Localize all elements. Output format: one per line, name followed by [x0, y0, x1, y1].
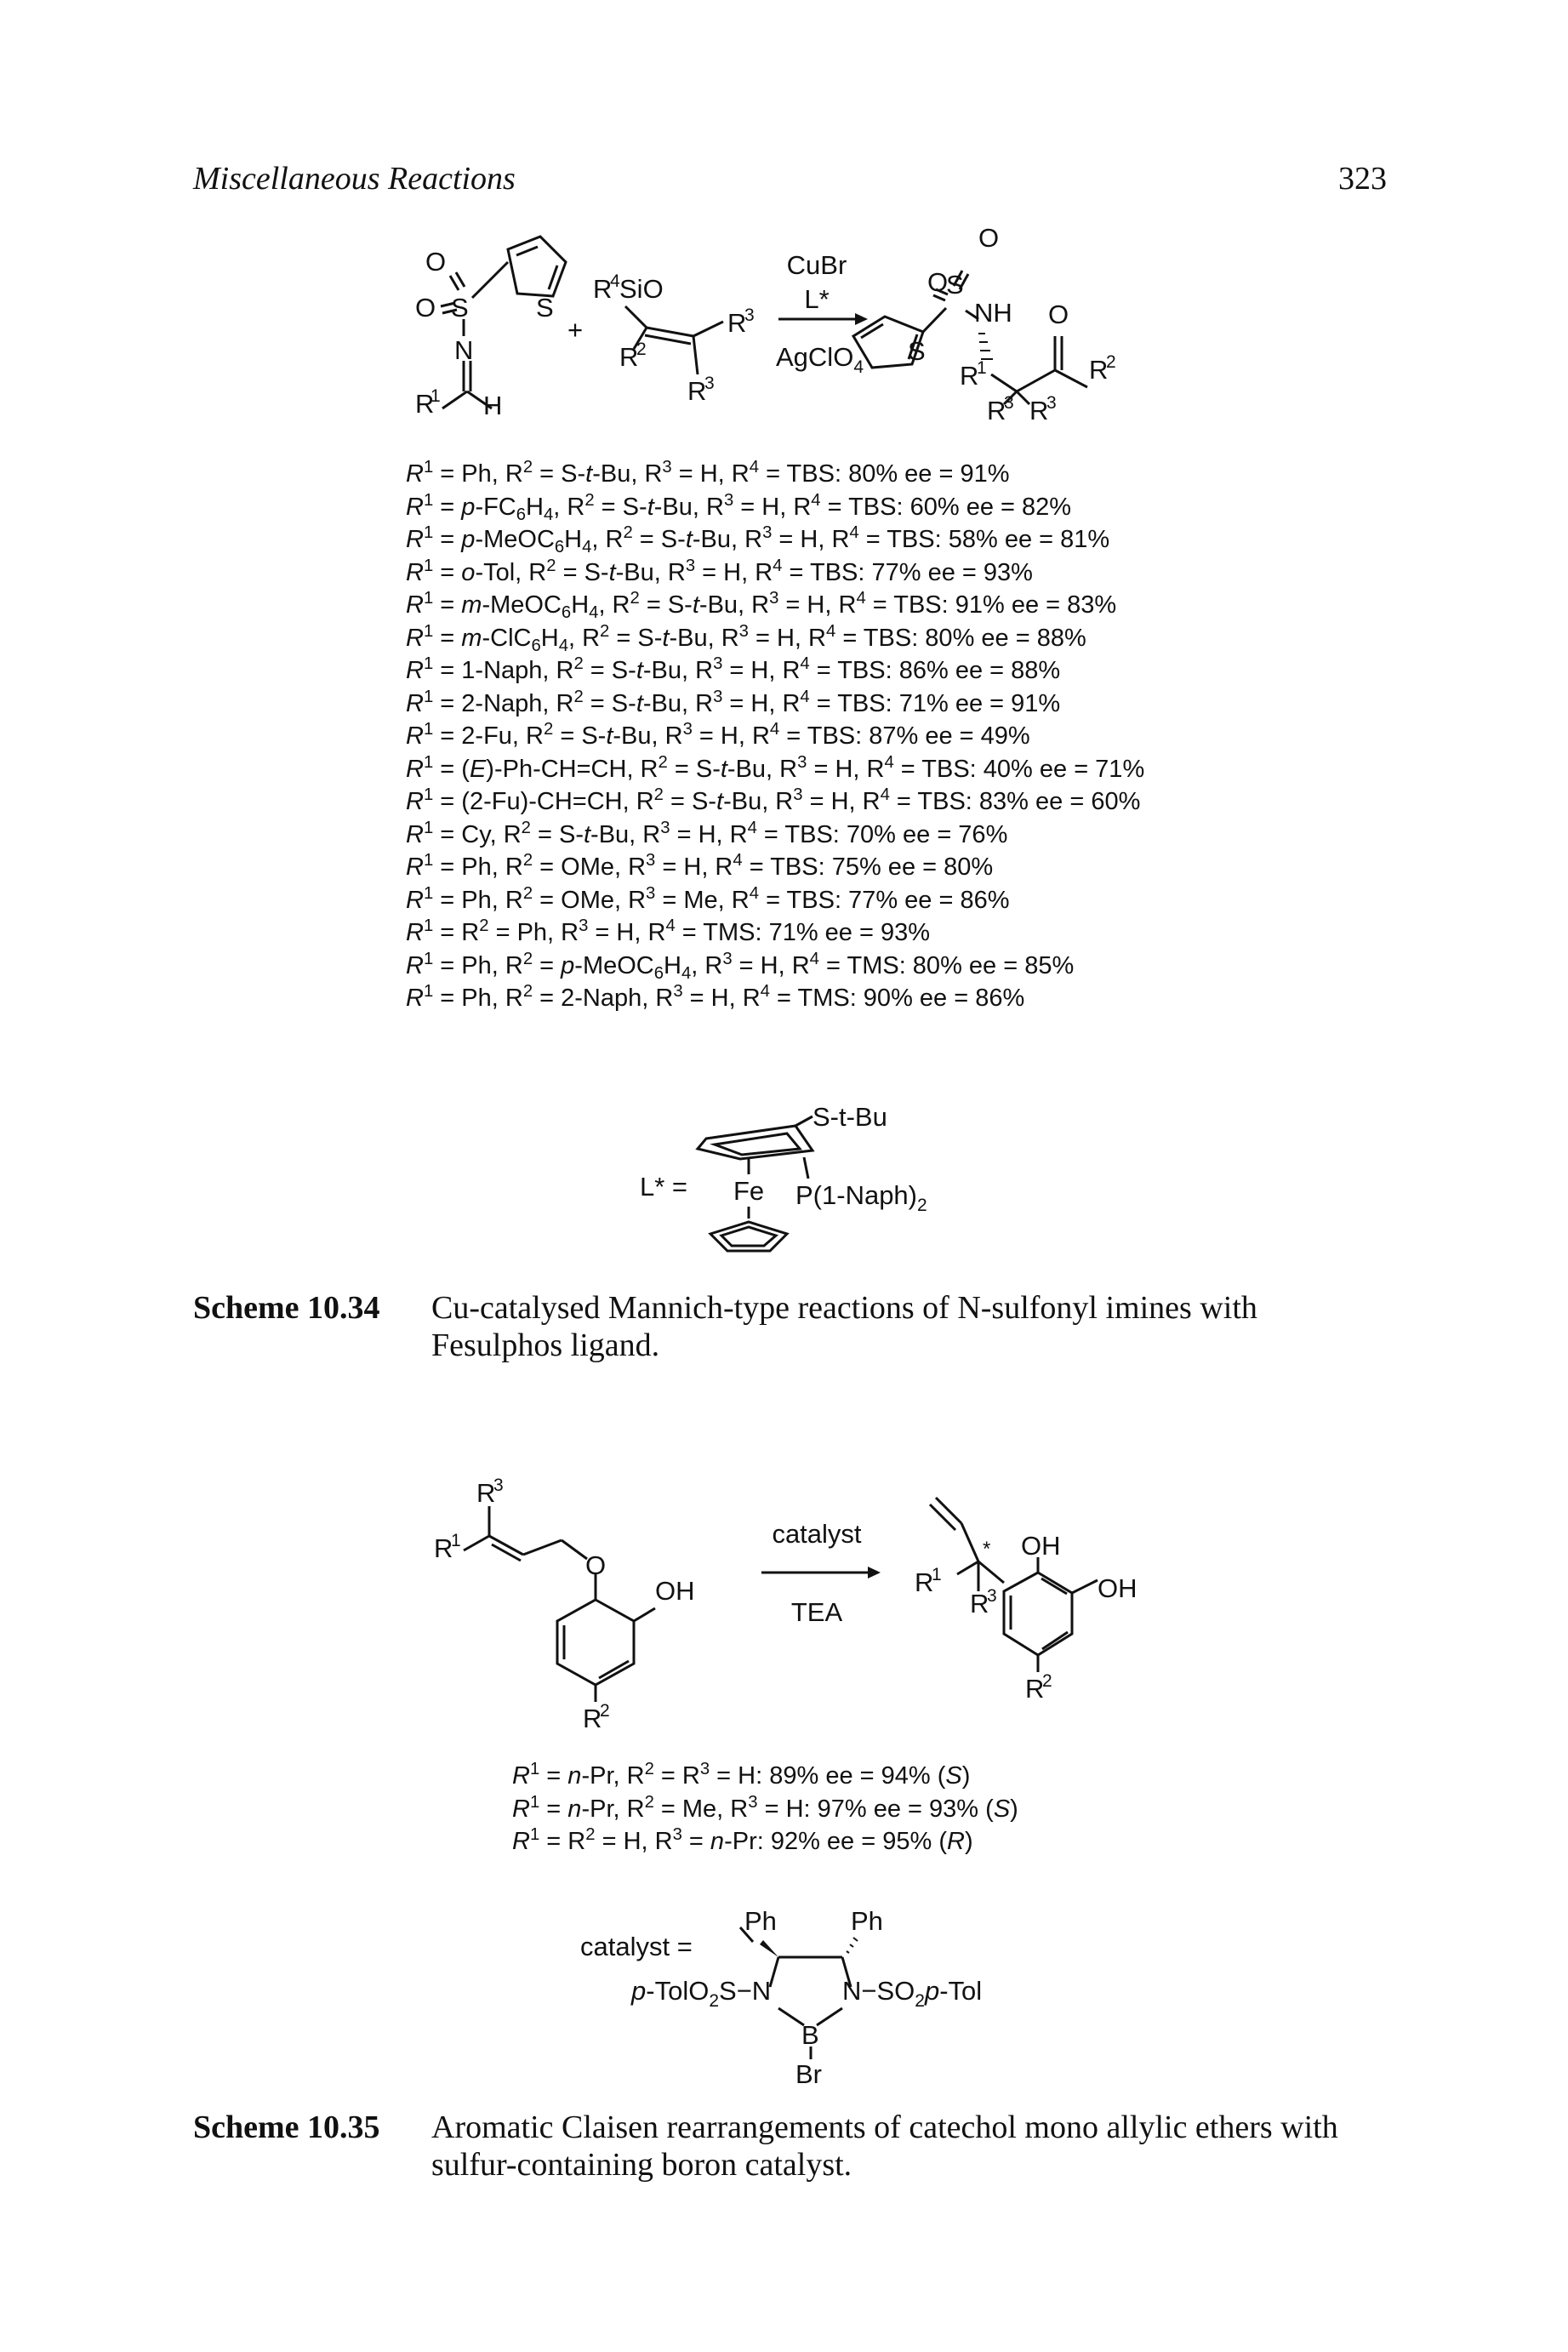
catalyst-ph-right: Ph — [851, 1906, 883, 1936]
svg-text:S: S — [908, 336, 926, 366]
condition-line: R1 = 2-Fu, R2 = S-t-Bu, R3 = H, R4 = TBS… — [406, 719, 1030, 750]
svg-text:O: O — [415, 293, 436, 323]
fesulphos-ligand: S-t-Bu L* = Fe P(1-Naph)2 — [640, 1102, 927, 1253]
reagent-agclo4: AgClO4 — [776, 342, 864, 377]
svg-text:1: 1 — [932, 1565, 942, 1584]
catalyst-ph-left: Ph — [744, 1906, 777, 1936]
svg-text:+: + — [567, 315, 583, 345]
svg-text:3: 3 — [744, 305, 755, 325]
condition-line: R1 = Ph, R2 = OMe, R3 = H, R4 = TBS: 75%… — [406, 850, 994, 881]
svg-text:S: S — [946, 270, 964, 300]
svg-text:R: R — [687, 376, 706, 406]
condition-line: R1 = n-Pr, R2 = R3 = H: 89% ee = 94% (S) — [512, 1759, 971, 1790]
svg-text:OH: OH — [1098, 1573, 1138, 1603]
scheme-10-34-caption-text: Cu-catalysed Mannich-type reactions of N… — [431, 1290, 1257, 1363]
svg-text:S: S — [451, 293, 469, 323]
scheme-10-34-caption: Scheme 10.34 Cu-catalysed Mannich-type r… — [193, 1289, 1393, 1374]
svg-text:O: O — [927, 267, 948, 297]
reagent-tea: TEA — [791, 1597, 843, 1627]
ligand-prefix: L* = — [640, 1172, 687, 1202]
svg-text:O: O — [585, 1550, 606, 1580]
svg-text:OH: OH — [1021, 1531, 1061, 1561]
ligand-p-group: P(1-Naph)2 — [795, 1180, 927, 1215]
svg-text:2: 2 — [1042, 1671, 1052, 1691]
svg-text:H: H — [483, 391, 502, 420]
svg-text:3: 3 — [1004, 393, 1014, 413]
svg-text:1: 1 — [977, 358, 987, 378]
condition-line: R1 = p-FC6H4, R2 = S-t-Bu, R3 = H, R4 = … — [406, 490, 1072, 524]
condition-line: R1 = 1-Naph, R2 = S-t-Bu, R3 = H, R4 = T… — [406, 654, 1061, 684]
condition-line: R1 = o-Tol, R2 = S-t-Bu, R3 = H, R4 = TB… — [406, 556, 1033, 586]
catalyst-left-n: p-TolO2S−N — [630, 1976, 771, 2011]
condition-line: R1 = Cy, R2 = S-t-Bu, R3 = H, R4 = TBS: … — [406, 818, 1008, 848]
svg-text:O: O — [1048, 300, 1069, 329]
scheme-10-35-caption-text: Aromatic Claisen rearrangements of catec… — [431, 2109, 1338, 2183]
condition-line: R1 = n-Pr, R2 = Me, R3 = H: 97% ee = 93%… — [512, 1792, 1018, 1823]
condition-line: R1 = R2 = Ph, R3 = H, R4 = TMS: 71% ee =… — [406, 916, 931, 946]
reagent-ligand: L* — [804, 284, 829, 314]
condition-line: R1 = m-MeOC6H4, R2 = S-t-Bu, R3 = H, R4 … — [406, 588, 1117, 623]
boron-catalyst: Ph Ph catalyst = p-TolO2S−N N−SO2p-Tol B… — [580, 1906, 982, 2089]
svg-text:2: 2 — [636, 340, 647, 359]
svg-text:3: 3 — [1046, 393, 1057, 413]
condition-line: R1 = (2-Fu)-CH=CH, R2 = S-t-Bu, R3 = H, … — [406, 785, 1141, 815]
svg-text:R: R — [593, 274, 612, 304]
svg-text:R: R — [1089, 355, 1108, 385]
svg-text:OH: OH — [655, 1576, 695, 1606]
condition-line: R1 = Ph, R2 = 2-Naph, R3 = H, R4 = TMS: … — [406, 981, 1025, 1012]
svg-text:SiO: SiO — [619, 274, 664, 304]
svg-text:N: N — [454, 335, 473, 365]
svg-text:R: R — [583, 1704, 602, 1733]
condition-line: R1 = m-ClC6H4, R2 = S-t-Bu, R3 = H, R4 =… — [406, 621, 1086, 655]
svg-text:R: R — [987, 396, 1006, 425]
catalyst-boron: B — [801, 2020, 819, 2050]
svg-text:R: R — [727, 308, 746, 338]
reagent-catalyst: catalyst — [772, 1519, 861, 1549]
page-number: 323 — [1338, 161, 1387, 197]
catalyst-bromine: Br — [795, 2059, 822, 2089]
condition-line: R1 = R2 = H, R3 = n-Pr: 92% ee = 95% (R) — [512, 1824, 973, 1855]
svg-text:S: S — [536, 293, 554, 323]
ligand-metal: Fe — [733, 1176, 764, 1206]
condition-line: R1 = 2-Naph, R2 = S-t-Bu, R3 = H, R4 = T… — [406, 687, 1061, 717]
condition-line: R1 = Ph, R2 = p-MeOC6H4, R3 = H, R4 = TM… — [406, 949, 1075, 983]
svg-text:R: R — [960, 361, 978, 391]
svg-text:O: O — [978, 223, 999, 253]
scheme-10-35-conditions: R1 = n-Pr, R2 = R3 = H: 89% ee = 94% (S)… — [512, 1760, 1018, 1858]
svg-text:4: 4 — [610, 271, 620, 291]
scheme-10-35-label: Scheme 10.35 — [193, 2109, 380, 2145]
svg-text:R: R — [1029, 396, 1048, 425]
svg-text:1: 1 — [451, 1531, 461, 1550]
svg-text:2: 2 — [600, 1701, 610, 1721]
svg-text:O: O — [425, 247, 446, 277]
svg-text:R: R — [1025, 1674, 1044, 1704]
svg-text:2: 2 — [1106, 352, 1116, 372]
svg-text:3: 3 — [987, 1586, 997, 1606]
svg-text:*: * — [983, 1538, 990, 1561]
condition-line: R1 = p-MeOC6H4, R2 = S-t-Bu, R3 = H, R4 … — [406, 522, 1110, 557]
svg-text:3: 3 — [704, 374, 715, 393]
scheme-10-35-caption: Scheme 10.35 Aromatic Claisen rearrangem… — [193, 2109, 1393, 2194]
svg-text:R: R — [915, 1567, 933, 1597]
running-head: Miscellaneous Reactions — [193, 161, 516, 197]
svg-text:NH: NH — [974, 298, 1012, 328]
catalyst-right-n: N−SO2p-Tol — [842, 1976, 982, 2011]
svg-text:R: R — [415, 389, 434, 419]
svg-text:R: R — [970, 1589, 989, 1618]
scheme-10-34-label: Scheme 10.34 — [193, 1290, 380, 1326]
condition-line: R1 = (E)-Ph-CH=CH, R2 = S-t-Bu, R3 = H, … — [406, 752, 1145, 783]
svg-text:R: R — [434, 1533, 453, 1563]
reagent-cubr: CuBr — [787, 250, 847, 280]
ligand-s-group: S-t-Bu — [813, 1102, 887, 1132]
svg-text:R: R — [476, 1478, 495, 1508]
svg-text:R: R — [619, 342, 638, 372]
condition-line: R1 = Ph, R2 = S-t-Bu, R3 = H, R4 = TBS: … — [406, 457, 1010, 488]
catalyst-prefix: catalyst = — [580, 1932, 693, 1961]
condition-line: R1 = Ph, R2 = OMe, R3 = Me, R4 = TBS: 77… — [406, 883, 1010, 914]
svg-text:1: 1 — [430, 386, 441, 406]
svg-text:3: 3 — [493, 1476, 504, 1495]
scheme-10-34-conditions: R1 = Ph, R2 = S-t-Bu, R3 = H, R4 = TBS: … — [406, 458, 1144, 1015]
